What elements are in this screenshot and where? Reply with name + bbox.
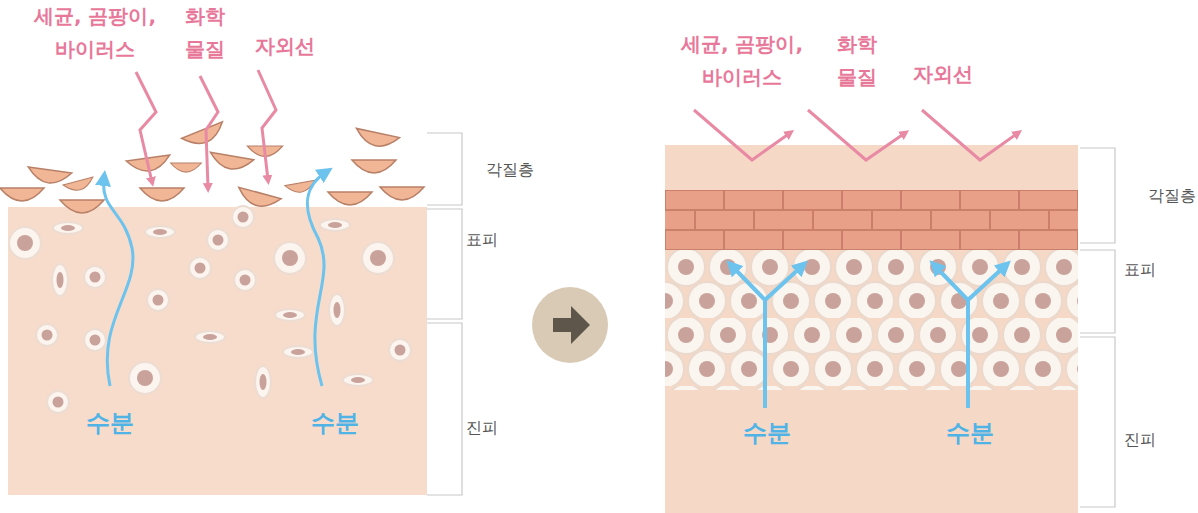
threat-label: 화학 물질: [832, 28, 882, 94]
water-label: 수분: [925, 418, 1015, 448]
damaged-skin: [8, 207, 427, 495]
skin-cells: [9, 206, 411, 413]
layer-label: 각질층: [475, 159, 545, 181]
layer-label: 각질층: [1142, 185, 1198, 207]
threat-label: 자외선: [898, 58, 988, 91]
water-label: 수분: [290, 408, 380, 438]
healthy-skin: [665, 145, 1078, 513]
water-label: 수분: [65, 408, 155, 438]
layer-label: 표피: [1115, 259, 1165, 281]
layer-brackets: [427, 133, 462, 495]
threat-arrows: [136, 70, 276, 188]
retained-water-arrows: [732, 266, 1005, 408]
threat-label: 화학 물질: [180, 0, 230, 66]
layer-brackets: [1080, 148, 1115, 507]
layer-label: 진피: [1115, 429, 1165, 451]
skin-cells: [665, 250, 1078, 390]
water-loss-arrows: [104, 172, 326, 386]
arrow-icon: [553, 306, 590, 344]
layer-label: 진피: [457, 417, 507, 439]
water-label: 수분: [722, 418, 812, 448]
threat-label: 세균, 곰팡이, 바이러스: [28, 0, 163, 66]
layer-label: 표피: [457, 229, 507, 251]
threat-label: 세균, 곰팡이, 바이러스: [675, 28, 810, 94]
threat-label: 자외선: [240, 30, 330, 63]
corneum-flakes: [0, 122, 424, 213]
transition-arrow: [532, 287, 608, 363]
barrier-bricks: [665, 190, 1078, 250]
deflected-arrows: [694, 110, 1018, 160]
